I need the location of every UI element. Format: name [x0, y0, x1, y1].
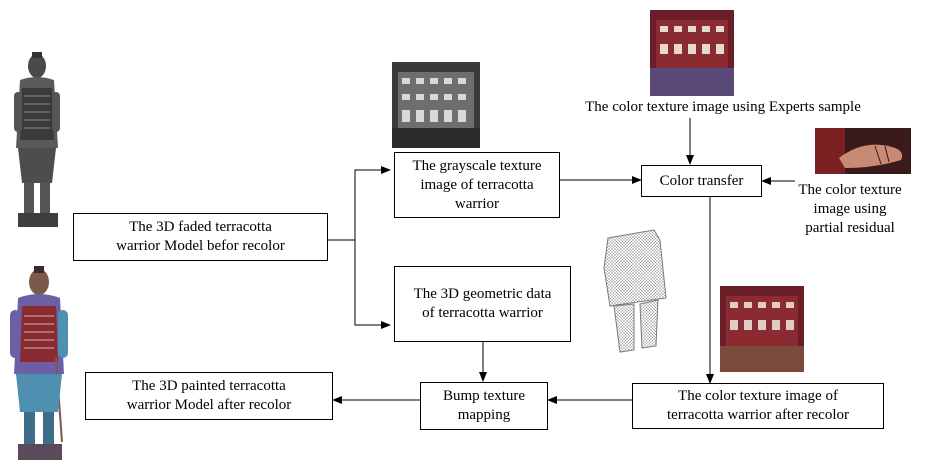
grayscale-texture-image	[392, 62, 480, 148]
grayscale-texture-box: The grayscale texture image of terracott…	[394, 152, 560, 218]
painted-warrior-image	[10, 266, 68, 460]
color-after-recolor-box: The color texture image of terracotta wa…	[632, 383, 884, 429]
experts-sample-label: The color texture image using Experts sa…	[585, 99, 861, 115]
recolored-texture-image	[720, 286, 804, 372]
bump-mapping-box: Bump texture mapping	[420, 382, 548, 430]
painted-model-box: The 3D painted terracotta warrior Model …	[85, 372, 333, 420]
partial-residual-label: The color texture image using partial re…	[798, 182, 902, 236]
faded-model-box: The 3D faded terracotta warrior Model be…	[73, 213, 328, 261]
arrow-faded-to-geometric	[354, 240, 391, 329]
partial-residual-texture-image	[815, 128, 911, 174]
geometric-mesh-image	[603, 229, 667, 353]
geometric-data-box: The 3D geometric data of terracotta warr…	[394, 266, 571, 342]
experts-texture-image	[650, 10, 734, 96]
arrow-faded-to-grayscale	[328, 166, 391, 241]
faded-warrior-image	[14, 52, 60, 227]
color-transfer-box: Color transfer	[641, 165, 762, 197]
